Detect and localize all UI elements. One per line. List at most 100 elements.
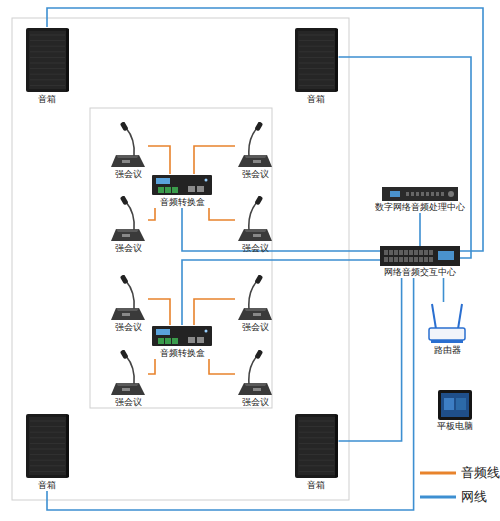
mic-art (238, 122, 272, 167)
mic-button (253, 160, 261, 163)
legend-line (420, 472, 456, 475)
cable (47, 278, 414, 510)
device-label: 数字网络音频处理中心 (375, 201, 465, 213)
mic-base-top (116, 155, 139, 158)
device-label: 音箱 (38, 479, 56, 491)
device-node: 强会议 (235, 350, 275, 408)
mic-icon (235, 196, 275, 242)
device-label: 强会议 (242, 321, 269, 333)
switch-port (384, 257, 388, 262)
grille-line (299, 443, 334, 444)
grille-line (299, 426, 334, 427)
switch-port (409, 257, 413, 262)
mic-art (111, 196, 145, 241)
mic-stem (249, 281, 257, 309)
grille-line (30, 465, 65, 466)
grille-line (30, 454, 65, 455)
switch-port (389, 257, 393, 262)
switch-port (414, 250, 418, 255)
device-label: 强会议 (242, 396, 269, 408)
device-node: 音频转换盒 (152, 174, 212, 208)
grille-line (30, 85, 65, 86)
device-node: 音箱 (294, 27, 339, 105)
mic-icon (108, 350, 148, 396)
mic-icon (108, 275, 148, 321)
mic-base-top (116, 308, 139, 311)
device-label: 音箱 (307, 93, 325, 105)
grille-line (30, 437, 65, 438)
grille-line (30, 51, 65, 52)
box-terminal (172, 187, 178, 193)
router-body (429, 328, 465, 340)
speaker-art (295, 414, 338, 478)
grille-line (30, 63, 65, 64)
device-node: 强会议 (108, 275, 148, 333)
switch-port (404, 257, 408, 262)
grille-line (30, 426, 65, 427)
switch-art (380, 246, 460, 266)
grille-line (299, 460, 334, 461)
speaker-icon (25, 27, 70, 93)
mic-stem (126, 128, 134, 156)
cable (209, 208, 235, 220)
mic-base (238, 383, 272, 395)
grille-line (30, 421, 65, 422)
device-node: 平板电脑 (437, 390, 473, 432)
mic-head (120, 196, 129, 205)
mic-head (254, 196, 263, 205)
switch-port (404, 250, 408, 255)
legend-item: 网线 (420, 489, 487, 505)
grille-line (299, 471, 334, 472)
rack-body (382, 187, 458, 201)
cable (443, 278, 445, 302)
rack-key (421, 192, 424, 196)
box-terminal (158, 187, 164, 193)
switch-port (394, 250, 398, 255)
switch-screen (438, 251, 454, 260)
legend-text: 音频线 (461, 465, 500, 481)
box-body (152, 175, 212, 195)
mic-head (120, 122, 129, 131)
mic-button (253, 388, 261, 391)
mic-stem (249, 356, 257, 384)
grille-line (30, 443, 65, 444)
device-node: 音频转换盒 (152, 325, 212, 359)
router-antenna (458, 304, 462, 329)
grille-line (30, 74, 65, 75)
box-terminal (158, 338, 164, 344)
device-label: 音箱 (38, 93, 56, 105)
legend-item: 音频线 (420, 465, 500, 481)
mic-head (254, 122, 263, 131)
speaker-body (295, 28, 338, 92)
grille-line (30, 40, 65, 41)
grille-line (299, 437, 334, 438)
grille-line (299, 421, 334, 422)
speaker-edge (66, 29, 69, 91)
mic-button (253, 234, 261, 237)
device-label: 强会议 (115, 321, 142, 333)
conv-icon (152, 325, 212, 347)
speaker-edge (335, 415, 338, 477)
switch-port (384, 250, 388, 255)
mic-button (253, 313, 261, 316)
tablet-body (438, 390, 472, 420)
device-label: 音箱 (307, 479, 325, 491)
cable (182, 260, 380, 325)
speaker-body (26, 414, 69, 478)
switch-port (414, 257, 418, 262)
grille-line (299, 35, 334, 36)
device-label: 强会议 (115, 396, 142, 408)
mic-head (254, 350, 263, 359)
box-port (188, 337, 195, 343)
device-label: 强会议 (115, 168, 142, 180)
speaker-icon (294, 27, 339, 93)
mic-button (122, 388, 130, 391)
rack-screen (390, 191, 400, 197)
mic-head (120, 350, 129, 359)
proc-art (382, 187, 458, 201)
box-terminal (172, 338, 178, 344)
mic-button (122, 313, 130, 316)
grille-line (299, 57, 334, 58)
